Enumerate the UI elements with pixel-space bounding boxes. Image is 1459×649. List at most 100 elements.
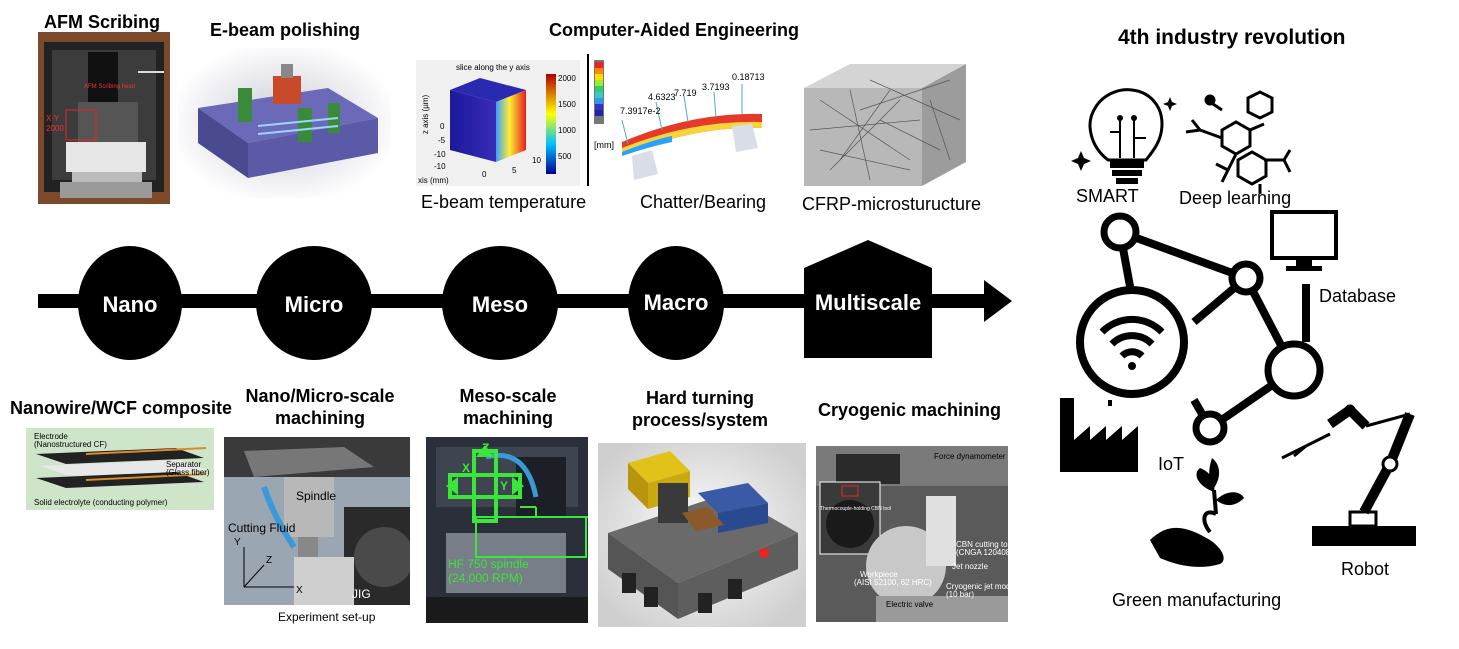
- chatter-unit: [mm]: [594, 140, 614, 150]
- nano-micro-cutting-fluid: Cutting Fluid: [228, 521, 296, 535]
- nano-micro-axis-x: X: [296, 585, 303, 596]
- ebeam-cbar-1500: 1500: [558, 100, 576, 109]
- meso-photo: X Z Y HF 750 spindle (24,000 RPM): [426, 437, 588, 623]
- ebeam-polishing-image: [178, 48, 390, 198]
- industry-database-label: Database: [1319, 286, 1397, 306]
- ebeam-cbar-1000: 1000: [558, 126, 576, 135]
- timeline-node-multiscale: Multiscale: [814, 290, 922, 315]
- cryo-work-2: (AISI 52100, 62 HRC): [854, 578, 932, 587]
- meso-label-1: Meso-scale: [459, 386, 557, 406]
- chatter-value-2: 4.6323: [648, 92, 676, 102]
- cae-label: Computer-Aided Engineering: [549, 20, 800, 40]
- industry-network: [1060, 88, 1416, 567]
- nanowire-separator: Separator: [166, 460, 202, 469]
- timeline-node-nano: Nano: [102, 292, 158, 317]
- ebeam-polishing-label: E-beam polishing: [210, 20, 361, 40]
- nano-micro-jig: JIG: [352, 587, 371, 601]
- meso-spindle-1: HF 750 spindle: [448, 557, 529, 571]
- industry-green-label: Green manufacturing: [1112, 590, 1282, 610]
- network-node: [1192, 410, 1228, 446]
- nano-micro-axis-y: Y: [234, 537, 241, 548]
- meso-axis-x: X: [462, 461, 471, 475]
- ebeam-cbar-500: 500: [558, 152, 572, 161]
- cryo-inset-label: Thermocouple-holding CBN tool: [820, 506, 892, 512]
- cryogenic-label: Cryogenic machining: [818, 400, 1002, 420]
- cryo-force-label: Force dynamometer: [934, 452, 1006, 461]
- ebeam-z-label: z axis (µm): [421, 94, 431, 135]
- ebeam-cbar-2000: 2000: [558, 74, 576, 83]
- robot-arm-icon: [1281, 404, 1416, 546]
- cryo-valve-label: Electric valve: [886, 600, 934, 609]
- plant-hand-icon: [1150, 458, 1244, 567]
- ebeam-x-tick-0: 0: [482, 170, 487, 179]
- chatter-value-3: 7.719: [674, 88, 697, 98]
- network-node: [1228, 260, 1264, 296]
- chatter-value-1: 7.3917e-2: [620, 106, 661, 116]
- timeline-arrow: [38, 240, 1012, 360]
- ebeam-x-tick-10: 10: [532, 156, 541, 165]
- industry-robot-label: Robot: [1341, 559, 1390, 579]
- ebeam-x-label: xis (mm): [418, 176, 449, 185]
- meso-axis-y: Y: [500, 479, 509, 493]
- timeline-node-macro: Macro: [643, 290, 709, 315]
- nanowire-electrode-sub: (Nanostructured CF): [34, 440, 107, 449]
- cryogenic-photo: Force dynamometer Thermocouple-holding C…: [816, 446, 1008, 622]
- industry-deep-learning-label: Deep learning: [1179, 188, 1292, 208]
- industry-smart-label: SMART: [1076, 186, 1139, 206]
- nanowire-electrolyte: Solid electrolyte (conducting polymer): [34, 498, 168, 507]
- timeline-node-meso: Meso: [471, 292, 529, 317]
- hard-turning-image: [598, 443, 806, 627]
- cfrp-microstructure-image: [800, 60, 970, 190]
- cryo-tool-2: (CNGA 120408): [956, 548, 1008, 557]
- cryo-tool-1: CBN cutting tool: [956, 540, 1008, 549]
- industry-title: 4th industry revolution: [1118, 26, 1346, 49]
- lightbulb-icon: [1071, 88, 1177, 184]
- hard-turning-label-1: Hard turning: [646, 388, 754, 408]
- afm-overlay-xy: X-Y: [46, 114, 60, 123]
- ebeam-z-tick-10: -10: [434, 150, 446, 159]
- industry-iot-label: IoT: [1158, 454, 1185, 474]
- cryo-work-1: Workpiece: [860, 570, 898, 579]
- afm-scribing-label: AFM Scribing: [44, 12, 160, 32]
- network-node: [1264, 340, 1324, 400]
- network-node: [1100, 212, 1140, 252]
- ebeam-z-tick-5: -5: [438, 136, 446, 145]
- factory-icon: [1060, 398, 1138, 472]
- nano-micro-label-2: machining: [274, 408, 365, 428]
- experiment-setup-caption: Experiment set-up: [278, 610, 376, 624]
- molecule-icon: [1185, 90, 1292, 194]
- afm-scribing-photo: AFM Scribing head X-Y 2000: [38, 32, 170, 204]
- chatter-bearing-label: Chatter/Bearing: [640, 192, 767, 212]
- nanowire-photo: Electrode (Nanostructured CF) Separator …: [26, 428, 214, 510]
- meso-axis-z: Z: [482, 441, 490, 455]
- nano-micro-photo: Spindle Cutting Fluid JIG Y Z X: [224, 437, 410, 605]
- nano-micro-axis-z: Z: [266, 555, 273, 566]
- ebeam-x-tick-10n: -10: [434, 162, 446, 171]
- ebeam-temperature-label: E-beam temperature: [421, 192, 587, 212]
- cryo-module-2: (10 bar): [946, 590, 975, 599]
- cryo-jet-label: Jet nozzle: [952, 562, 989, 571]
- meso-label-2: machining: [462, 408, 553, 428]
- meso-spindle-2: (24,000 RPM): [448, 571, 523, 585]
- ebeam-plot-title: slice along the y axis: [456, 63, 530, 72]
- nano-micro-spindle: Spindle: [296, 489, 337, 503]
- nanowire-electrode: Electrode: [34, 432, 68, 441]
- timeline-node-micro: Micro: [284, 292, 344, 317]
- chatter-value-4: 3.7193: [702, 82, 730, 92]
- afm-overlay-2000: 2000: [46, 124, 64, 133]
- cfrp-label: CFRP-microsturucture: [802, 194, 982, 214]
- chatter-value-5: 0.18713: [732, 72, 765, 82]
- ebeam-temperature-plot: slice along the y axis 2000 1500 1000 50…: [416, 60, 580, 186]
- chatter-bearing-plot: 7.3917e-2 4.6323 7.719 3.7193 0.18713 [m…: [592, 56, 772, 186]
- hard-turning-label-2: process/system: [631, 410, 769, 430]
- nanowire-separator-sub: (Glass fiber): [166, 468, 210, 477]
- afm-overlay-label: AFM Scribing head: [84, 84, 136, 90]
- ebeam-z-tick-0: 0: [440, 122, 445, 131]
- monitor-icon: [1270, 210, 1338, 271]
- wifi-icon: [1076, 286, 1188, 406]
- cryo-module-1: Cryogenic jet module: [946, 582, 1008, 591]
- cae-divider: [587, 54, 589, 186]
- ebeam-x-tick-5: 5: [512, 166, 517, 175]
- nanowire-label: Nanowire/WCF composite: [10, 398, 233, 418]
- nano-micro-label-1: Nano/Micro-scale: [245, 386, 395, 406]
